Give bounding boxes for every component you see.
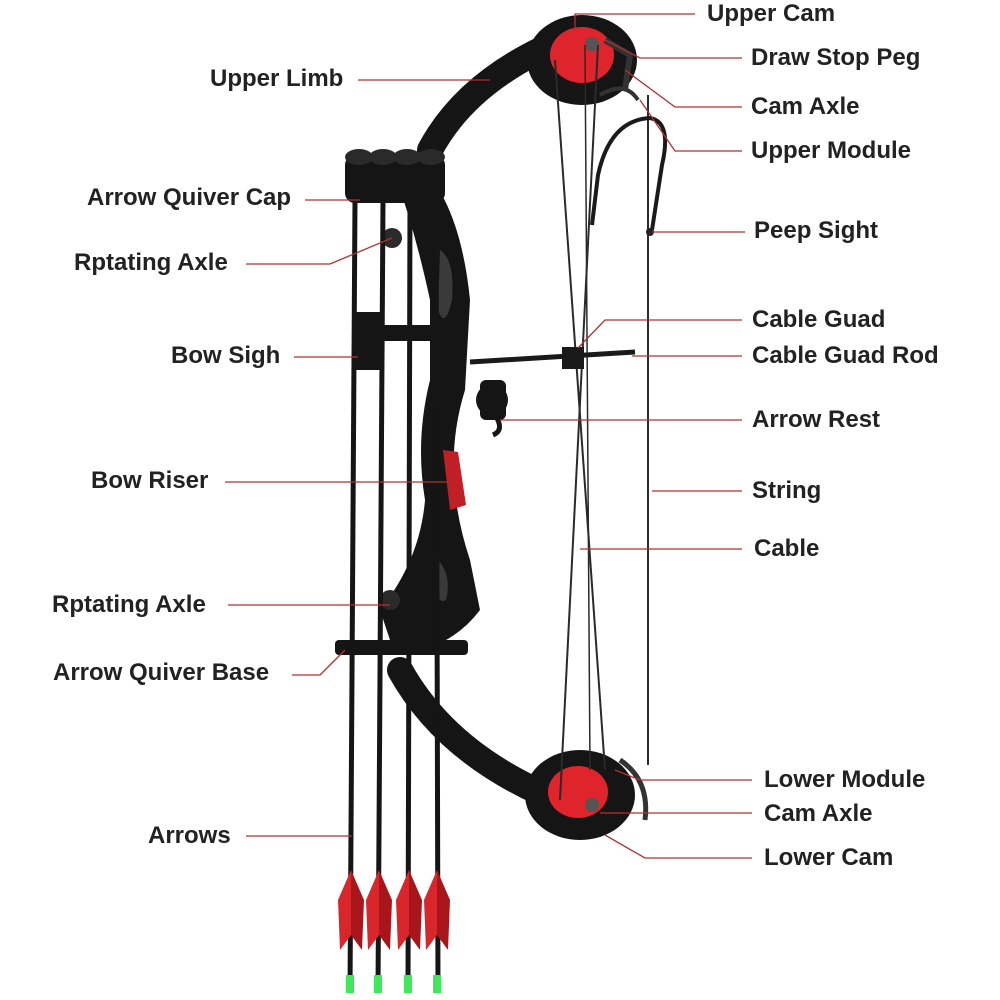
- label-cam-axle-upper: Cam Axle: [751, 93, 860, 121]
- label-arrow-quiver-cap: Arrow Quiver Cap: [87, 184, 291, 212]
- cable-guard: [562, 347, 584, 369]
- label-cable: Cable: [754, 535, 819, 563]
- cable-c: [585, 45, 590, 770]
- label-lower-module: Lower Module: [764, 766, 925, 794]
- label-rotating-axle-lower: Rptating Axle: [52, 591, 206, 619]
- label-cable-guard: Cable Guad: [752, 306, 885, 334]
- label-arrow-quiver-base: Arrow Quiver Base: [53, 659, 269, 687]
- leader-lines: [225, 14, 752, 858]
- label-draw-stop-peg: Draw Stop Peg: [751, 44, 920, 72]
- label-arrows: Arrows: [148, 822, 231, 850]
- lower-cam-axle: [585, 798, 599, 812]
- label-upper-module: Upper Module: [751, 137, 911, 165]
- label-bow-sight: Bow Sigh: [171, 342, 280, 370]
- arrow-quiver-cap: [345, 149, 445, 203]
- upper-cam: [527, 15, 638, 105]
- label-lower-cam: Lower Cam: [764, 844, 893, 872]
- label-rotating-axle-upper: Rptating Axle: [74, 249, 228, 277]
- arrow-rest: [476, 380, 508, 435]
- label-cable-guard-rod: Cable Guad Rod: [752, 342, 939, 370]
- leader-cable-guard: [578, 320, 742, 348]
- label-arrow-rest: Arrow Rest: [752, 406, 880, 434]
- cable-b: [560, 45, 598, 800]
- label-string: String: [752, 477, 821, 505]
- cable-guard-rod: [470, 352, 635, 362]
- leader-rotating-axle-upper: [246, 238, 392, 264]
- label-cam-axle-lower: Cam Axle: [764, 800, 873, 828]
- label-peep-sight: Peep Sight: [754, 217, 878, 245]
- label-upper-cam: Upper Cam: [707, 0, 835, 28]
- label-upper-limb: Upper Limb: [210, 65, 343, 93]
- label-bow-riser: Bow Riser: [91, 467, 208, 495]
- lower-cam: [525, 750, 646, 840]
- leader-lower-cam: [605, 835, 752, 858]
- arrow-quiver-base: [335, 640, 468, 655]
- leader-cam-axle-upper: [625, 70, 742, 107]
- peep-sight-loop: [592, 118, 665, 230]
